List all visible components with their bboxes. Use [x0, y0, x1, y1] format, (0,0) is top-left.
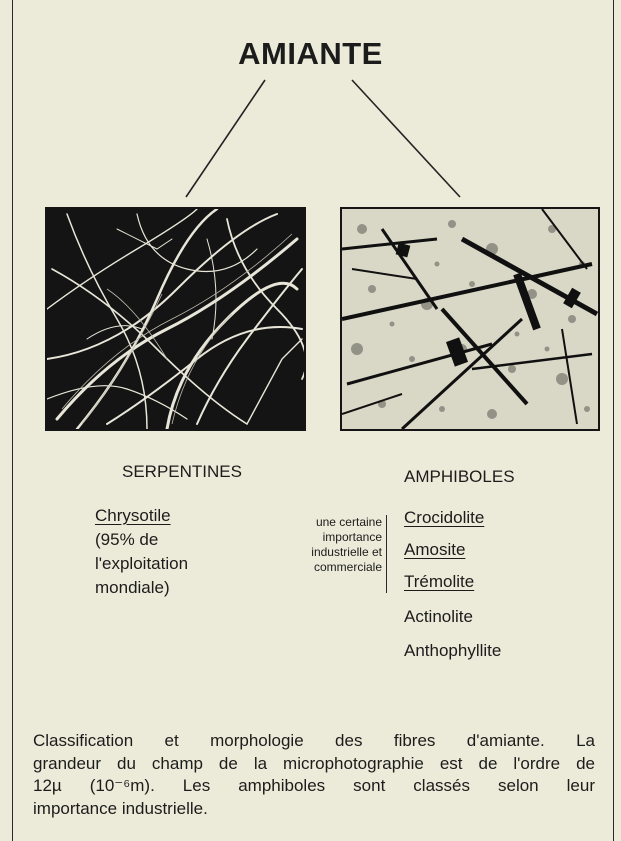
- connector-left: [186, 80, 265, 197]
- caption-line-1: Classification et morphologie des fibres…: [33, 730, 595, 753]
- industrial-note-line-1: une certaine: [316, 515, 382, 530]
- chrysotile-note-line-2: l'exploitation: [95, 553, 188, 574]
- caption-line-4: importance industrielle.: [33, 798, 595, 821]
- amphiboles-heading: AMPHIBOLES: [404, 466, 515, 487]
- caption-line-2: grandeur du champ de la microphotographi…: [33, 753, 595, 776]
- mineral-crocidolite: Crocidolite: [404, 507, 484, 528]
- mineral-anthophyllite: Anthophyllite: [404, 640, 501, 661]
- industrial-note-line-2: importance: [323, 530, 382, 545]
- mineral-amosite: Amosite: [404, 539, 465, 560]
- amphibole-fibres: [342, 209, 598, 429]
- chrysotile-note-line-3: mondiale): [95, 577, 170, 598]
- figure-caption: Classification et morphologie des fibres…: [33, 730, 595, 820]
- mineral-actinolite: Actinolite: [404, 606, 473, 627]
- connector-right: [352, 80, 460, 197]
- serpentine-fibres: [47, 209, 304, 429]
- chrysotile-note-line-1: (95% de: [95, 529, 158, 550]
- mineral-chrysotile: Chrysotile: [95, 505, 171, 526]
- industrial-note-line-4: commerciale: [314, 560, 382, 575]
- serpentine-micrograph: [45, 207, 306, 431]
- industrial-bracket-line: [386, 515, 387, 593]
- mineral-tremolite: Trémolite: [404, 571, 474, 592]
- industrial-note-line-3: industrielle et: [311, 545, 382, 560]
- caption-line-3: 12µ (10⁻⁶m). Les amphiboles sont classés…: [33, 775, 595, 798]
- serpentines-heading: SERPENTINES: [122, 461, 242, 482]
- amphibole-micrograph: [340, 207, 600, 431]
